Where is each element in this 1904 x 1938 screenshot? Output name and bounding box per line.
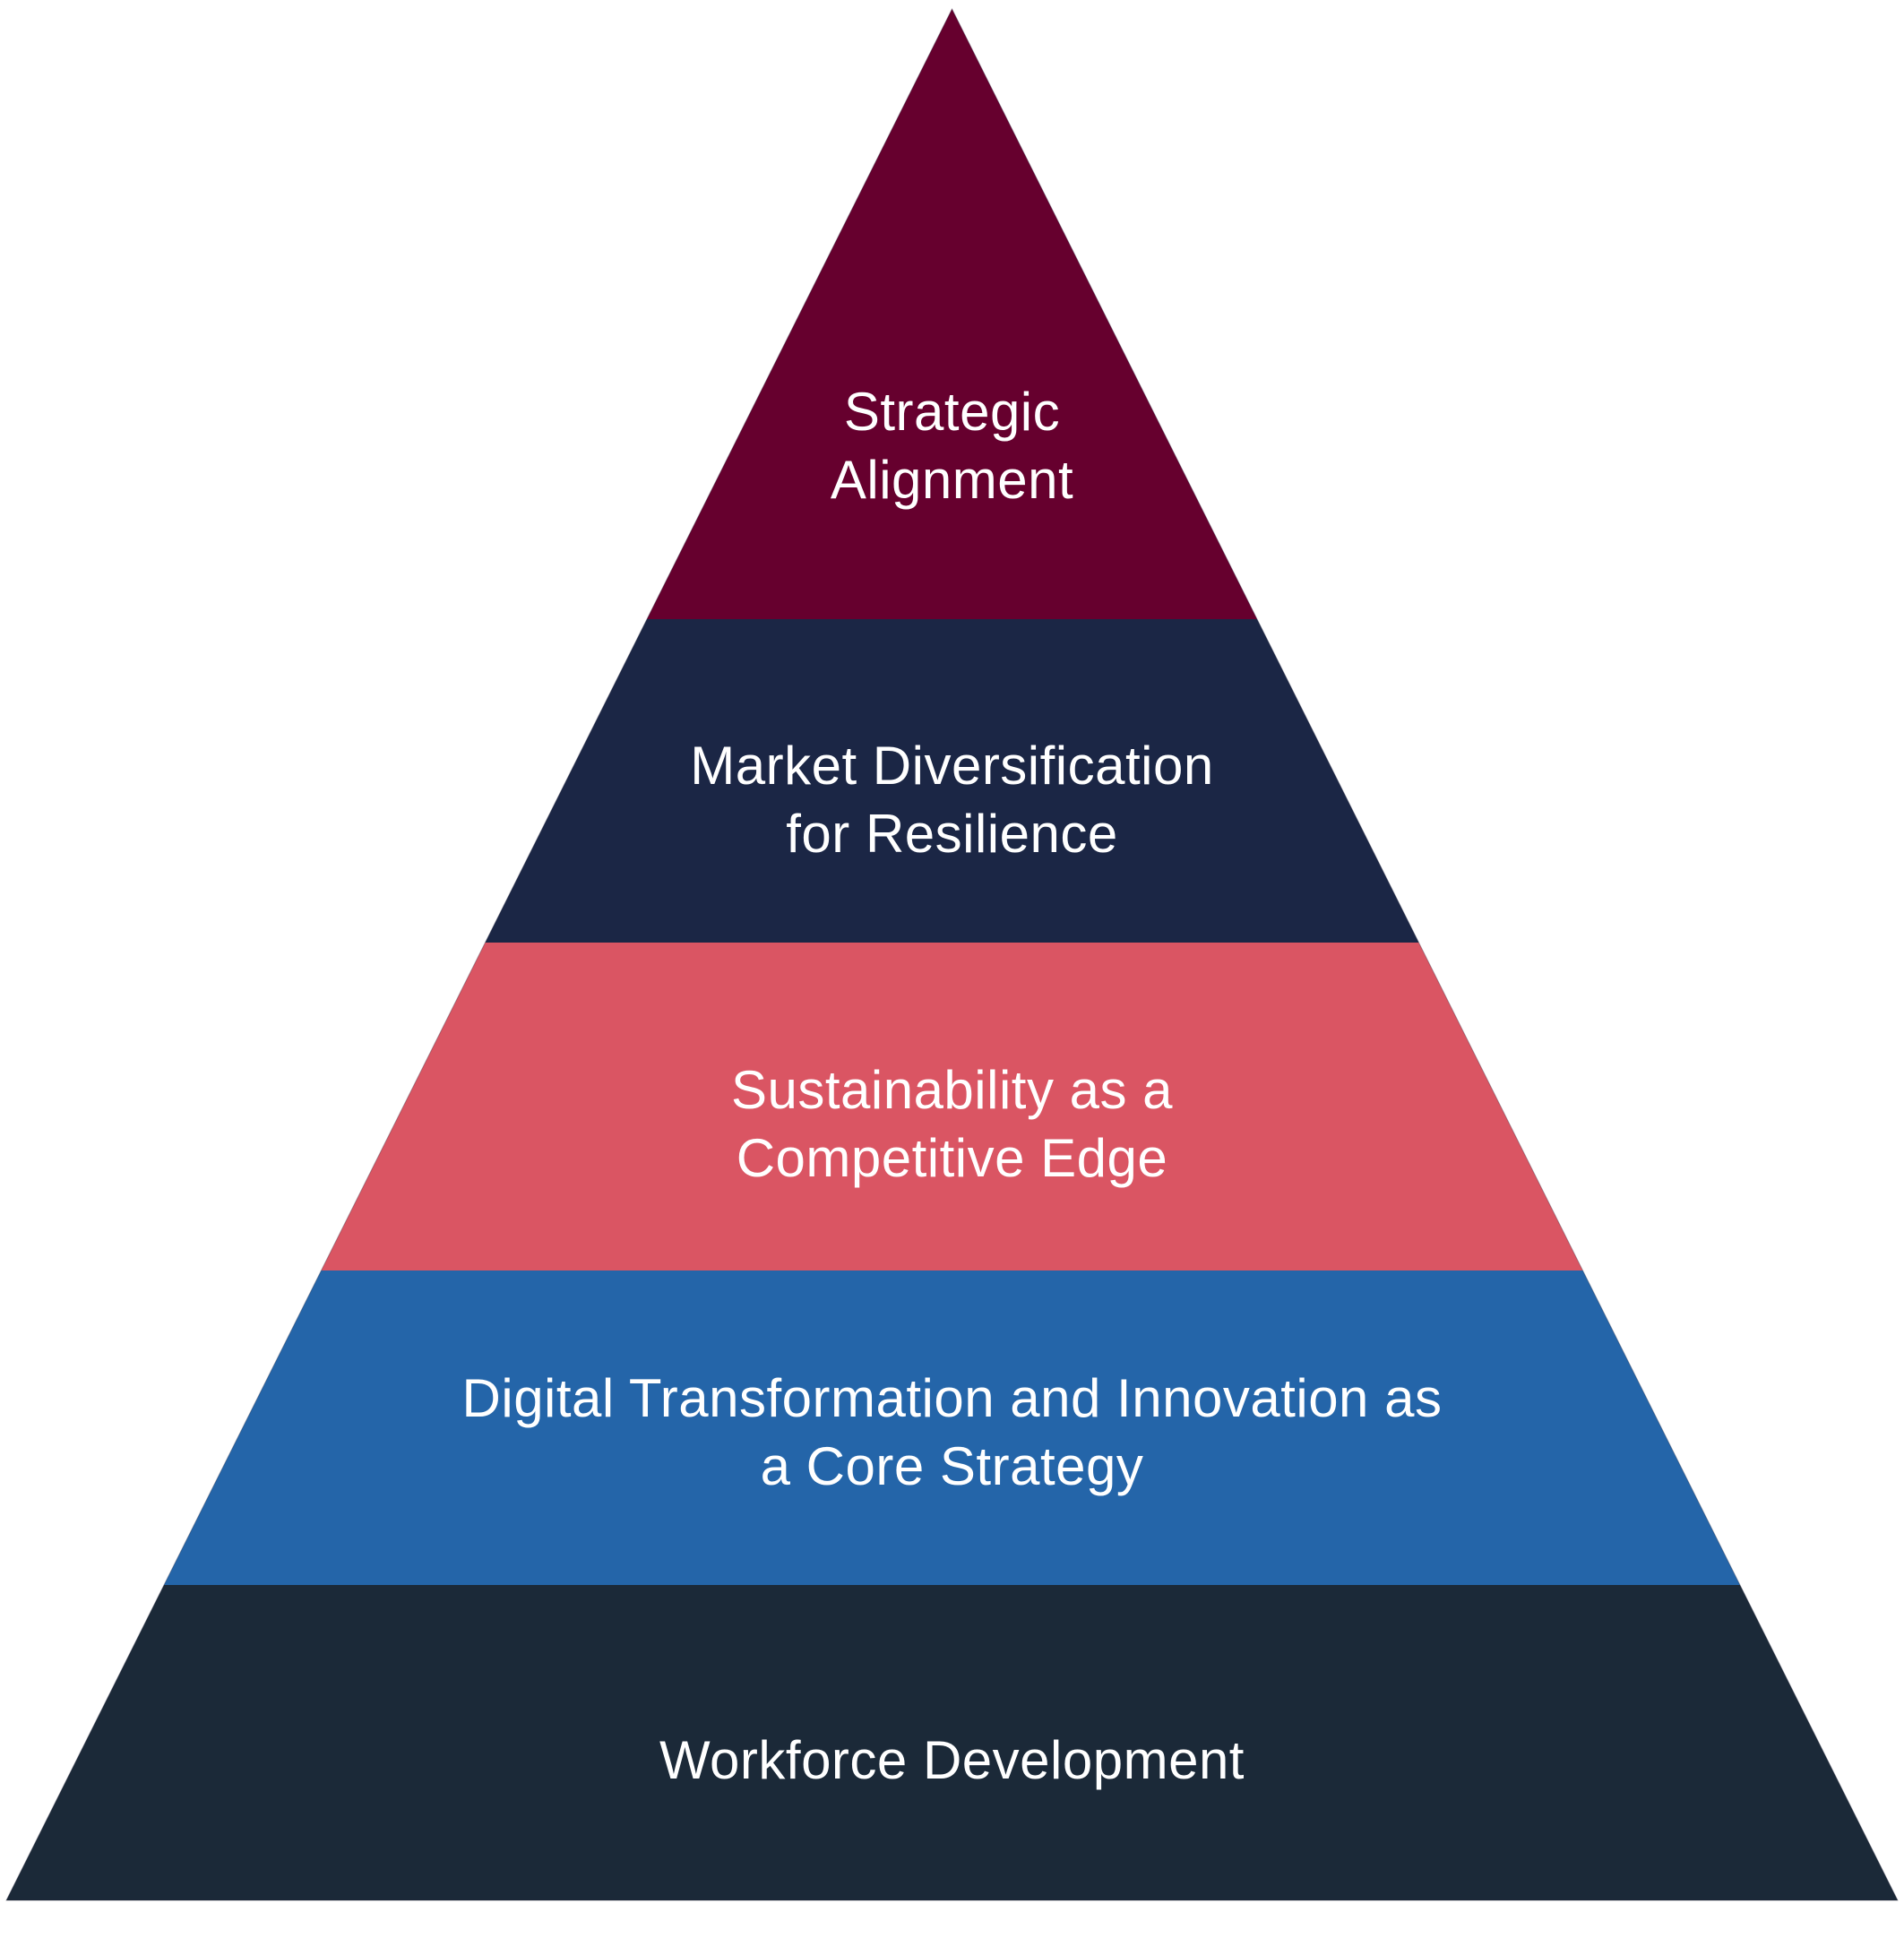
tier-label-3: Sustainability as a Competitive Edge: [731, 1060, 1173, 1188]
tier-label-5: Workforce Development: [659, 1730, 1245, 1790]
pyramid-tiers: [5, 7, 1899, 1901]
tier-label-line: Workforce Development: [659, 1730, 1245, 1790]
tier-label-line: Alignment: [831, 450, 1073, 510]
tier-label-line: Competitive Edge: [737, 1128, 1168, 1188]
tier-label-4: Digital Transformation and Innovation as…: [462, 1368, 1443, 1496]
pyramid-tier-1: [647, 9, 1257, 619]
pyramid-tier-5: [6, 1585, 1898, 1900]
tier-label-2: Market Diversification for Resilience: [690, 736, 1214, 864]
tier-label-line: for Resilience: [786, 804, 1118, 864]
tier-label-line: Digital Transformation and Innovation as: [462, 1368, 1443, 1428]
tier-label-line: Sustainability as a: [731, 1060, 1173, 1120]
tier-label-line: Strategic: [844, 382, 1060, 442]
tier-label-line: a Core Strategy: [761, 1436, 1144, 1496]
pyramid-outline: [5, 7, 1899, 1901]
pyramid-tier-4: [164, 1270, 1740, 1585]
tier-label-line: Market Diversification: [690, 736, 1214, 796]
pyramid-tier-3: [321, 943, 1583, 1270]
pyramid-tier-2: [485, 619, 1419, 943]
